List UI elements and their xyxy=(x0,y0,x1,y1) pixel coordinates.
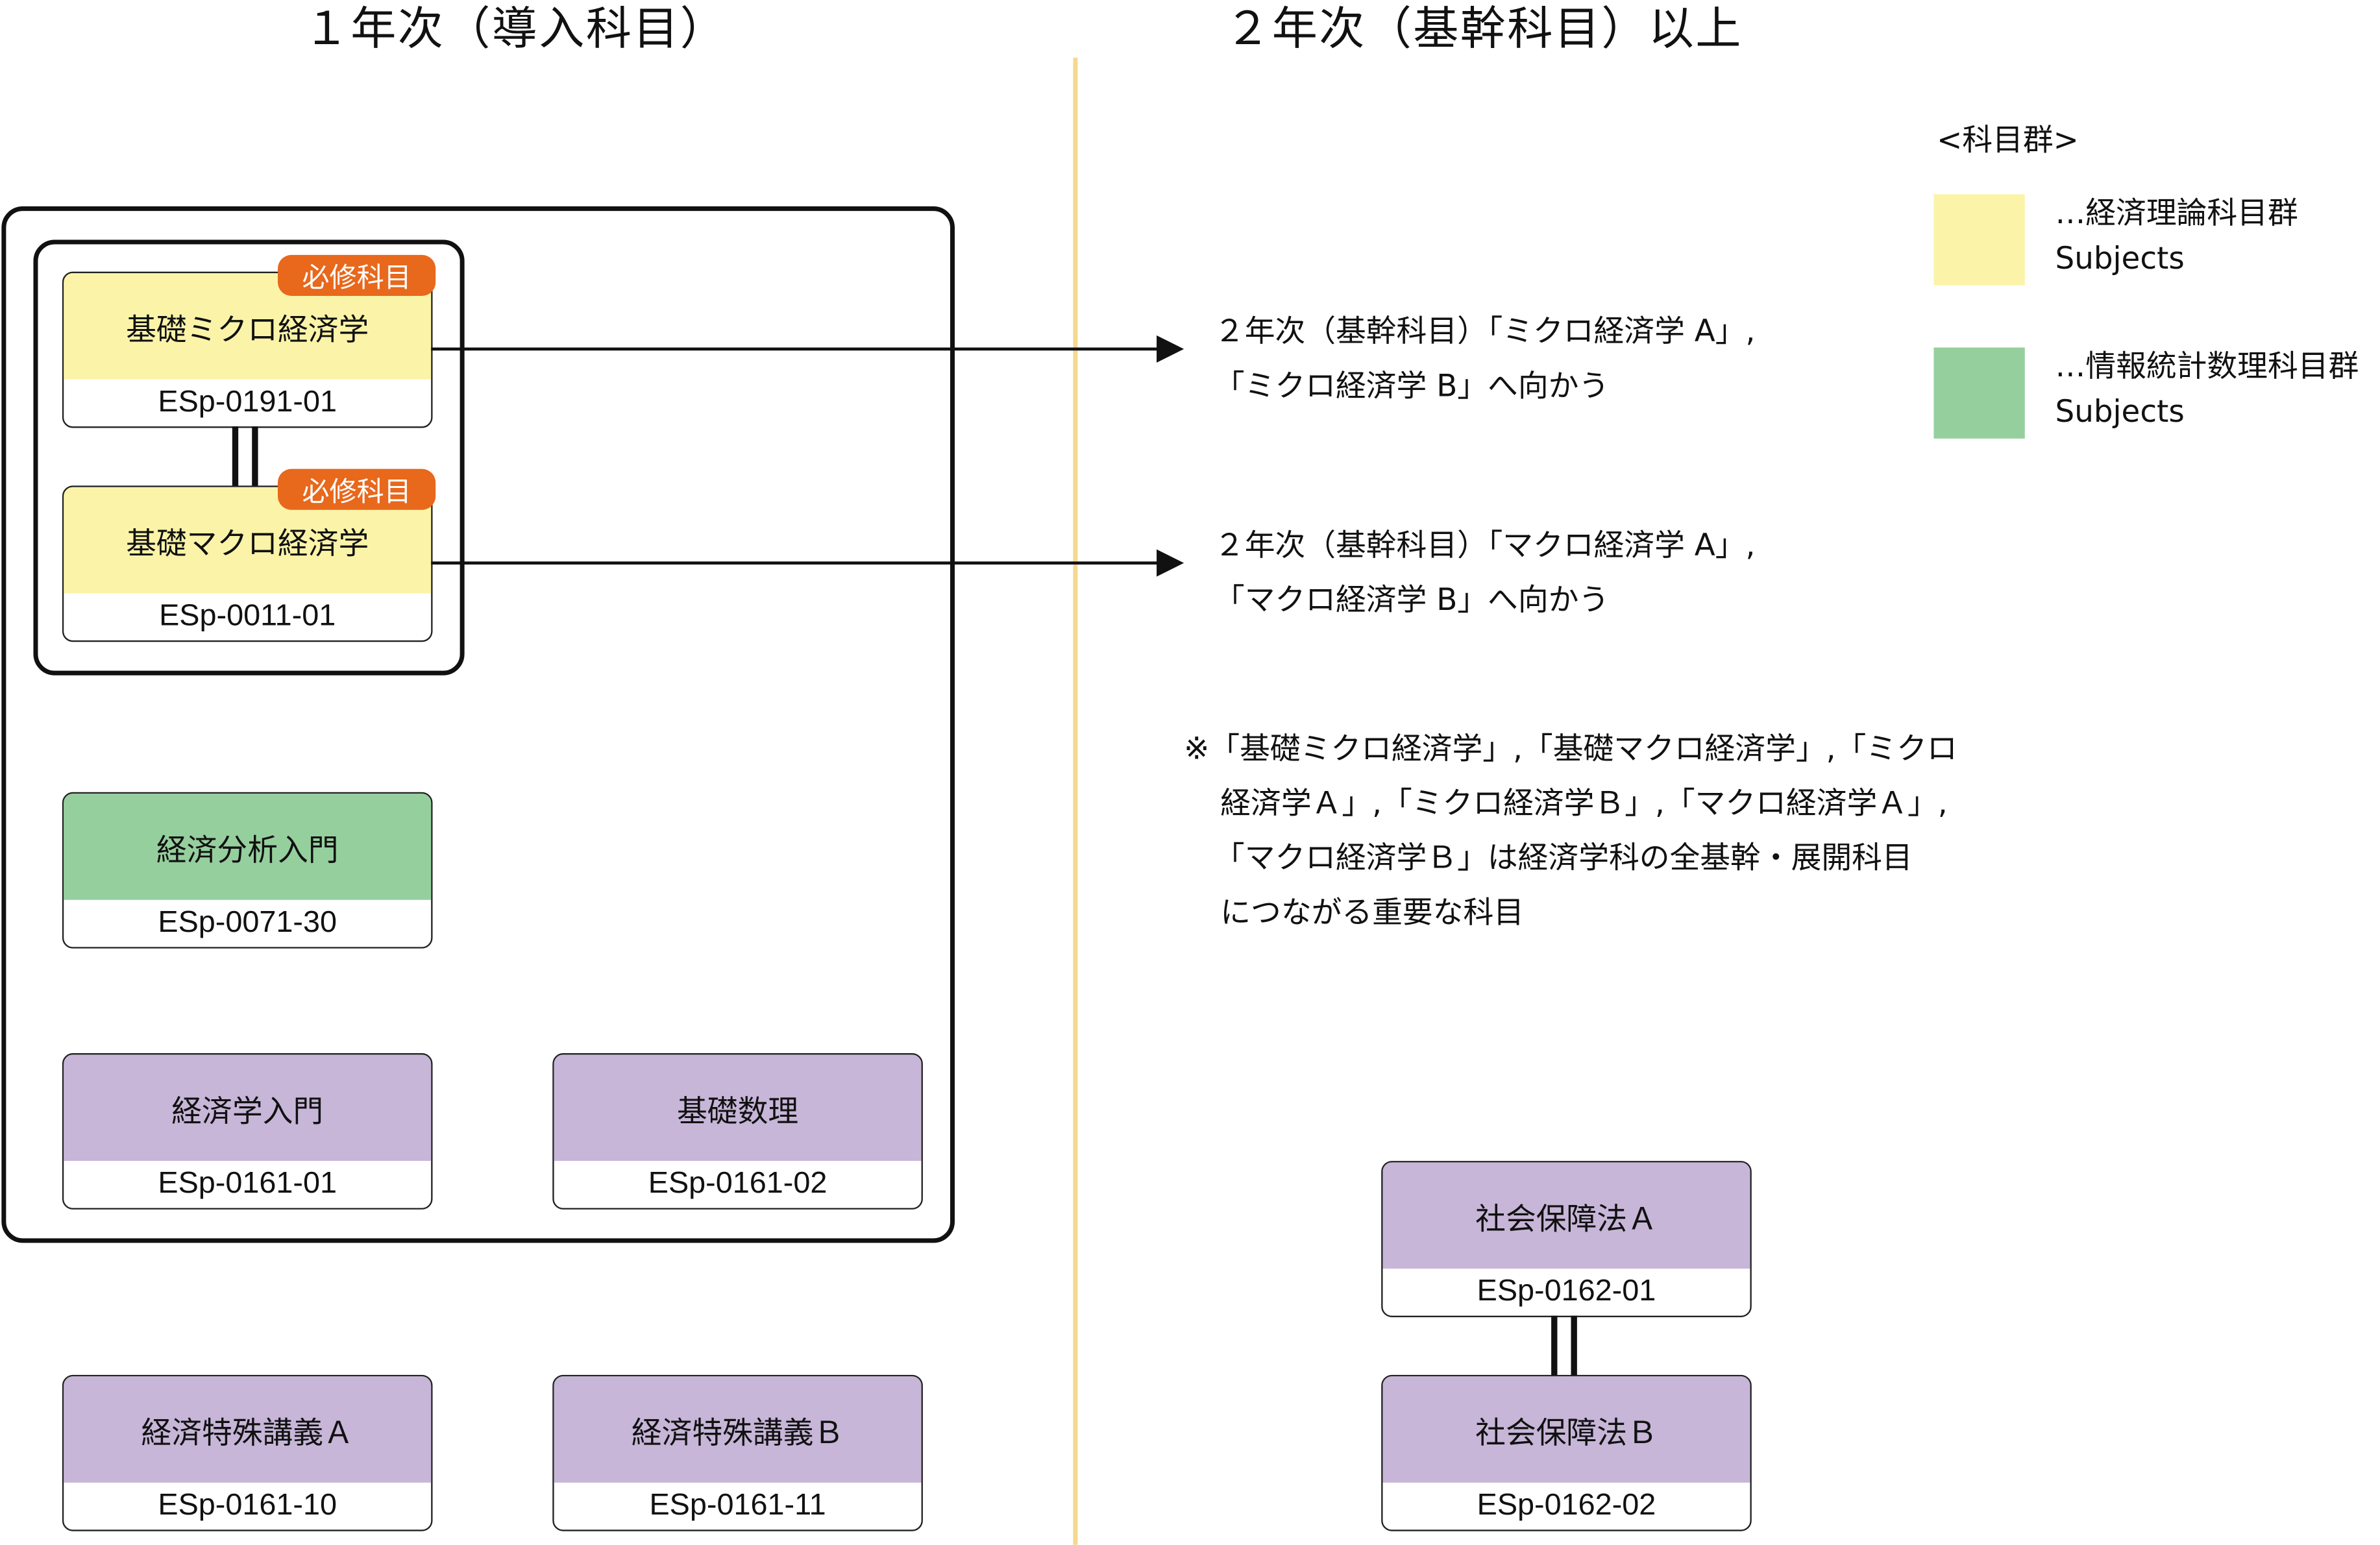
course-code: ESp-0162-02 xyxy=(1477,1489,1656,1522)
required-badge: 必修科目 xyxy=(277,254,436,297)
footnote-line: につながる重要な科目 xyxy=(1220,894,1525,931)
course-name: 基礎マクロ経済学 xyxy=(64,487,432,594)
footnote-line: ※「基礎ミクロ経済学」,「基礎マクロ経済学」,「ミクロ xyxy=(1184,729,1957,767)
intro-course-group xyxy=(1,206,955,1243)
course-code: ESp-0011-01 xyxy=(159,599,336,633)
course-card-math[interactable]: 基礎数理 ESp-0161-02 xyxy=(552,1053,923,1210)
course-name: 経済学入門 xyxy=(64,1054,432,1162)
legend-label: …情報統計数理科目群 xyxy=(2055,347,2359,384)
pair-link-line xyxy=(1571,1315,1577,1377)
required-course-group xyxy=(33,239,465,675)
legend-swatch-stats xyxy=(1933,347,2025,439)
course-name: 経済特殊講義Ｂ xyxy=(554,1376,922,1483)
course-name: 経済特殊講義Ａ xyxy=(64,1376,432,1483)
footnote: ※「基礎ミクロ経済学」,「基礎マクロ経済学」,「ミクロ 経済学Ａ」,「ミクロ経済… xyxy=(1184,721,1957,940)
legend-sub: Subjects xyxy=(2055,393,2185,430)
second-year-heading: ２年次（基幹科目）以上 xyxy=(1225,3,1743,56)
course-card-macro[interactable]: 基礎マクロ経済学 ESp-0011-01 xyxy=(62,485,433,642)
pair-link-line xyxy=(252,426,258,487)
note-line: 「マクロ経済学 B」へ向かう xyxy=(1214,581,1610,618)
course-code: ESp-0161-02 xyxy=(648,1167,828,1200)
pair-link-line xyxy=(232,426,239,487)
legend-item-theory: …経済理論科目群 Subjects xyxy=(2055,189,2298,280)
footnote-line: 「マクロ経済学Ｂ」は経済学科の全基幹・展開科目 xyxy=(1214,839,1913,876)
course-name: 社会保障法Ａ xyxy=(1382,1162,1750,1269)
pair-link-line xyxy=(1551,1315,1558,1377)
note-line: ２年次（基幹科目）「ミクロ経済学 A」, xyxy=(1214,312,1756,349)
arrow-note-macro: ２年次（基幹科目）「マクロ経済学 A」, 「マクロ経済学 B」へ向かう xyxy=(1214,517,1756,626)
note-line: ２年次（基幹科目）「マクロ経済学 A」, xyxy=(1214,526,1756,563)
course-code: ESp-0191-01 xyxy=(158,385,337,419)
arrowhead-macro xyxy=(1157,549,1184,577)
column-divider xyxy=(1073,57,1078,1545)
arrowhead-micro xyxy=(1157,335,1184,363)
course-code: ESp-0162-01 xyxy=(1477,1274,1656,1308)
course-code: ESp-0161-10 xyxy=(158,1489,337,1522)
arrow-line-macro xyxy=(431,561,1160,565)
course-code: ESp-0161-01 xyxy=(158,1167,337,1200)
course-card-special-b[interactable]: 経済特殊講義Ｂ ESp-0161-11 xyxy=(552,1374,923,1531)
course-name: 基礎数理 xyxy=(554,1054,922,1162)
course-card-social-b[interactable]: 社会保障法Ｂ ESp-0162-02 xyxy=(1381,1374,1752,1531)
legend-sub: Subjects xyxy=(2055,239,2185,276)
course-card-social-a[interactable]: 社会保障法Ａ ESp-0162-01 xyxy=(1381,1161,1752,1317)
course-name: 社会保障法Ｂ xyxy=(1382,1376,1750,1483)
course-code: ESp-0071-30 xyxy=(158,906,337,940)
course-name: 経済分析入門 xyxy=(64,794,432,900)
legend-swatch-theory xyxy=(1933,194,2025,286)
legend-item-stats: …情報統計数理科目群 Subjects xyxy=(2055,343,2359,434)
course-card-special-a[interactable]: 経済特殊講義Ａ ESp-0161-10 xyxy=(62,1374,433,1531)
course-card-micro[interactable]: 基礎ミクロ経済学 ESp-0191-01 xyxy=(62,271,433,428)
required-badge: 必修科目 xyxy=(277,468,436,510)
note-line: 「ミクロ経済学 B」へ向かう xyxy=(1214,367,1610,404)
first-year-heading: １年次（導入科目） xyxy=(303,3,728,56)
arrow-note-micro: ２年次（基幹科目）「ミクロ経済学 A」, 「ミクロ経済学 B」へ向かう xyxy=(1214,304,1756,413)
course-code: ESp-0161-11 xyxy=(649,1489,826,1522)
legend-title: <科目群> xyxy=(1937,121,2079,158)
course-card-intro[interactable]: 経済学入門 ESp-0161-01 xyxy=(62,1053,433,1210)
arrow-line-micro xyxy=(431,347,1160,351)
course-card-analysis[interactable]: 経済分析入門 ESp-0071-30 xyxy=(62,792,433,949)
legend-label: …経済理論科目群 xyxy=(2055,194,2298,231)
footnote-line: 経済学Ａ」,「ミクロ経済学Ｂ」,「マクロ経済学Ａ」, xyxy=(1220,785,1948,821)
